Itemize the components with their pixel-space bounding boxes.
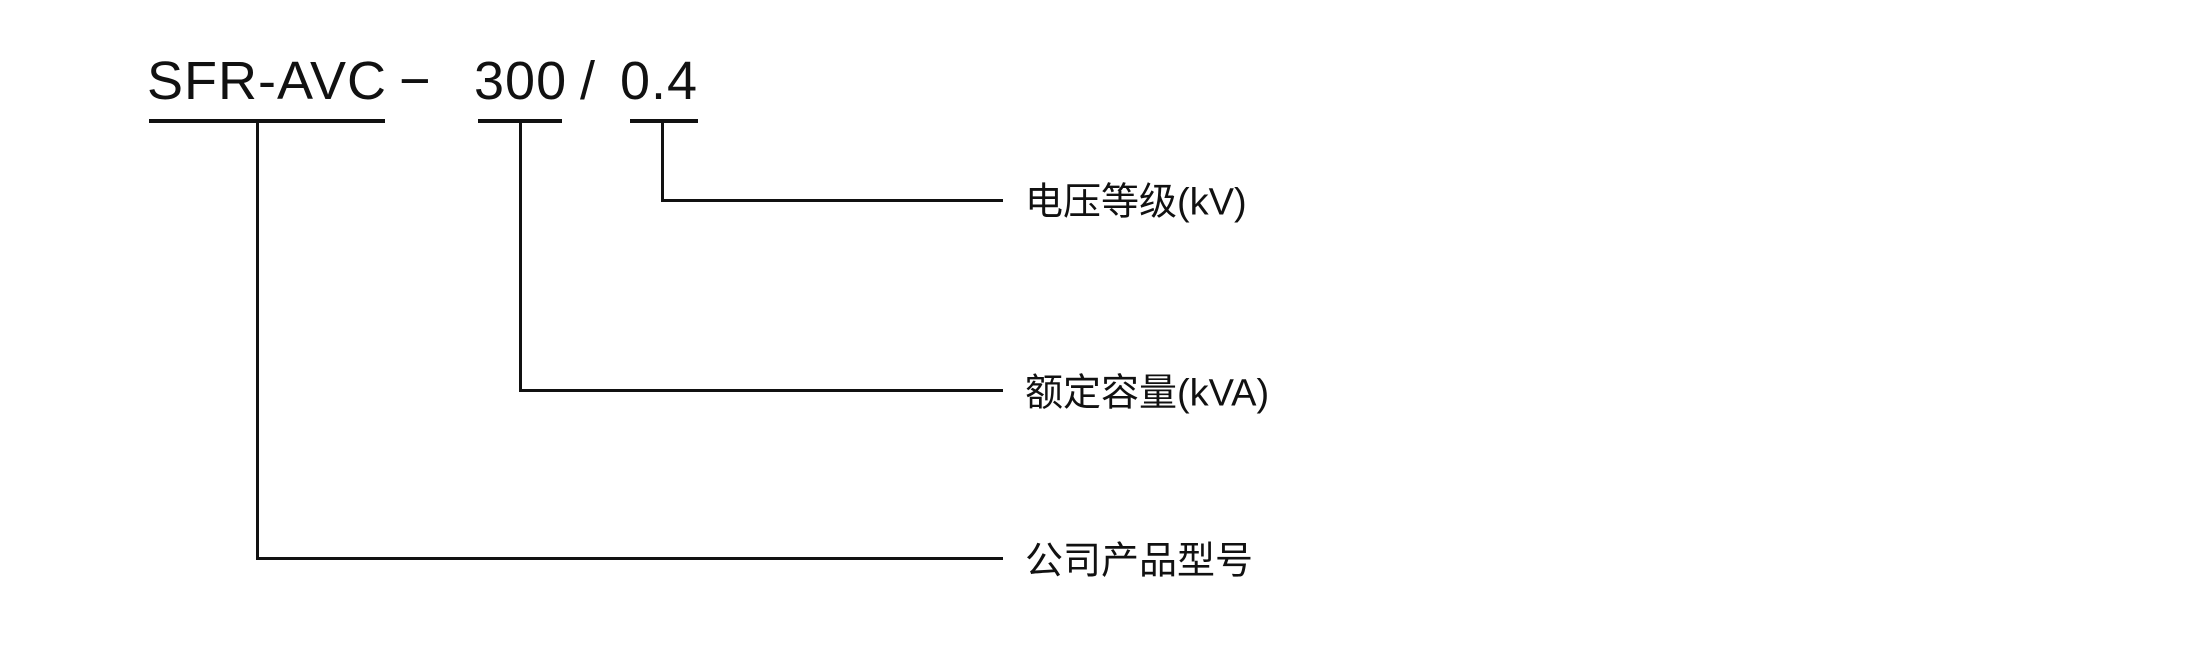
stem-prefix <box>256 119 259 560</box>
stem-capacity <box>519 119 522 392</box>
callout-voltage-class: 电压等级(kV) <box>1025 181 1247 224</box>
underline-voltage <box>630 119 698 123</box>
callout-rated-capacity: 额定容量(kVA) <box>1025 372 1270 415</box>
stem-voltage <box>661 119 664 202</box>
underline-prefix <box>149 119 385 123</box>
model-capacity-text: 300 <box>474 51 568 111</box>
callout-product-model: 公司产品型号 <box>1025 540 1254 583</box>
model-separator-dash: − <box>399 51 432 111</box>
model-voltage-text: 0.4 <box>620 51 699 111</box>
leader-line-product-model <box>256 557 1003 560</box>
model-slash: / <box>580 51 597 111</box>
leader-line-capacity <box>519 389 1003 392</box>
model-prefix-text: SFR-AVC <box>147 51 388 111</box>
leader-line-voltage <box>661 199 1003 202</box>
